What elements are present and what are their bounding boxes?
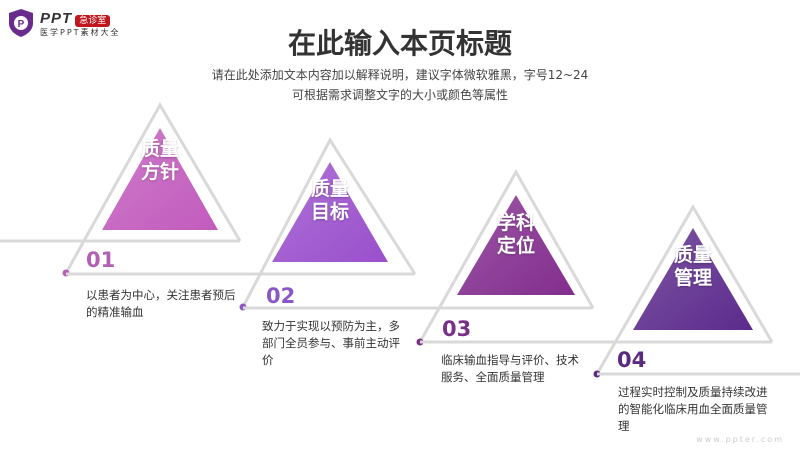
step-title-line1: 质量 <box>673 244 712 266</box>
step-description: 以患者为中心，关注患者预后的精准输血 <box>86 288 236 319</box>
step-number: 02 <box>266 284 296 308</box>
step-title-line1: 质量 <box>310 178 349 200</box>
page-title: 在此输入本页标题 <box>287 27 512 60</box>
step-description: 临床输血指导与评价、技术服务、全面质量管理 <box>441 353 579 384</box>
step-title: 学科 定位 <box>476 212 556 258</box>
watermark: www.ppter.com <box>696 435 784 444</box>
step-title: 质量 方针 <box>120 138 200 184</box>
triangle-fill-4 <box>633 228 753 330</box>
triangle-outline-3 <box>418 168 595 343</box>
step-description: 致力于实现以预防为主，多部门全员参与、事前主动评价 <box>262 319 400 367</box>
step-description: 过程实时控制及质量持续改进的智能化临床用血全面质量管理 <box>618 385 768 433</box>
step-title-line1: 学科 <box>496 212 535 234</box>
step-title-line1: 质量 <box>140 138 179 160</box>
step-number: 01 <box>86 248 116 272</box>
step-title: 质量 管理 <box>653 244 733 290</box>
step-number: 03 <box>442 317 472 341</box>
svg-text:P: P <box>18 19 25 30</box>
triangle-fill-2 <box>272 162 388 262</box>
page-subtitle-line1: 请在此处添加文本内容加以解释说明，建议字体微软雅黑，字号12~24 <box>211 68 589 82</box>
step-title-line2: 定位 <box>496 235 535 257</box>
step-title-line2: 管理 <box>673 267 712 289</box>
triangle-outline-1 <box>64 101 242 274</box>
step-title-line2: 目标 <box>310 201 349 223</box>
page-subtitle-line2: 可根据需求调整文字的大小或颜色等属性 <box>291 88 508 102</box>
triangle-outline-2 <box>241 136 417 308</box>
logo-brand: PPT <box>40 10 73 27</box>
step-number: 04 <box>617 348 647 372</box>
step-title-line2: 方针 <box>140 161 179 183</box>
triangle-fill-3 <box>457 195 575 295</box>
step-title: 质量 目标 <box>290 178 370 224</box>
logo-badge: 急诊室 <box>75 15 111 27</box>
triangle-fill-1 <box>102 128 218 230</box>
logo-subtitle: 医学PPT素材大全 <box>40 28 121 37</box>
triangle-outline-4 <box>595 204 774 375</box>
shield-logo-icon: P <box>9 9 33 37</box>
